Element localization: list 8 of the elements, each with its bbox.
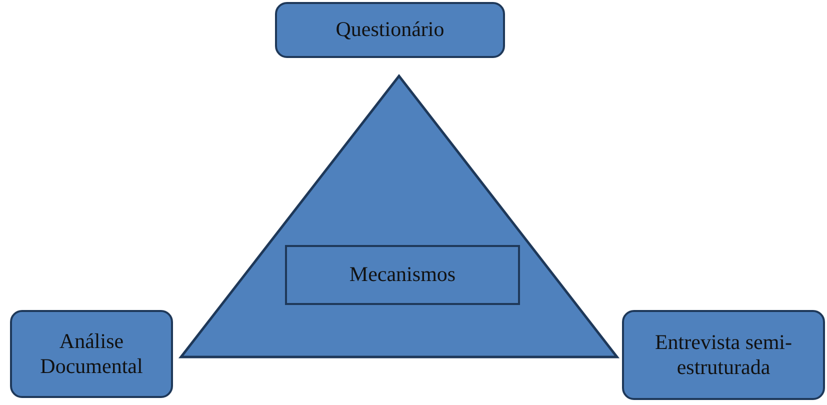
method-box <box>10 310 173 398</box>
node-label: Mecanismos <box>349 262 456 288</box>
node-label: Questionário <box>336 17 444 43</box>
node-label: Análise Documental <box>39 328 144 380</box>
node-label: Entrevista semi-estruturada <box>654 330 794 380</box>
method-box <box>275 2 505 58</box>
center-box <box>285 245 520 305</box>
method-box <box>622 310 825 400</box>
